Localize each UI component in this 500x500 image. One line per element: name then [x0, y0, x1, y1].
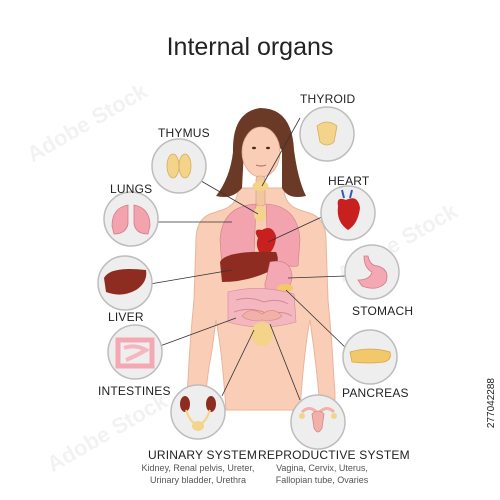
- heart-circle: [320, 185, 376, 241]
- reproductive-details: Vagina, Cervix, Uterus, Fallopian tube, …: [266, 462, 378, 486]
- label-stomach: STOMACH: [352, 304, 414, 318]
- page-title: Internal organs: [166, 33, 334, 61]
- label-pancreas: PANCREAS: [342, 386, 409, 400]
- reproductive-details-line-1: Vagina, Cervix, Uterus,: [276, 463, 368, 473]
- urinary-details: Kidney, Renal pelvis, Ureter, Urinary bl…: [134, 462, 262, 486]
- liver-circle: [97, 255, 153, 311]
- hair: [216, 108, 306, 197]
- reproductive-circle: [290, 394, 346, 450]
- label-reproductive-system: REPRODUCTIVE SYSTEM: [258, 448, 410, 462]
- thymus-circle: [151, 138, 207, 194]
- intestines-circle: [107, 324, 163, 380]
- face: [241, 126, 281, 178]
- lungs-circle: [103, 191, 159, 247]
- connector-lines: [149, 117, 349, 401]
- stock-id: 277042288: [486, 378, 497, 429]
- label-thymus: THYMUS: [158, 126, 210, 140]
- label-urinary-system: URINARY SYSTEM: [148, 448, 258, 462]
- pancreas-circle: [342, 329, 398, 385]
- thyroid-circle: [299, 106, 355, 162]
- urinary-circle: [170, 384, 226, 440]
- urinary-details-line-1: Kidney, Renal pelvis, Ureter,: [141, 463, 255, 473]
- label-liver: LIVER: [108, 310, 144, 324]
- urinary-details-line-2: Urinary bladder, Urethra: [149, 475, 247, 485]
- label-thyroid: THYROID: [300, 92, 356, 106]
- stomach-circle: [344, 244, 400, 300]
- reproductive-details-line-2: Fallopian tube, Ovaries: [275, 475, 369, 485]
- label-intestines: INTESTINES: [98, 384, 171, 398]
- label-heart: HEART: [328, 174, 370, 188]
- label-lungs: LUNGS: [110, 182, 153, 196]
